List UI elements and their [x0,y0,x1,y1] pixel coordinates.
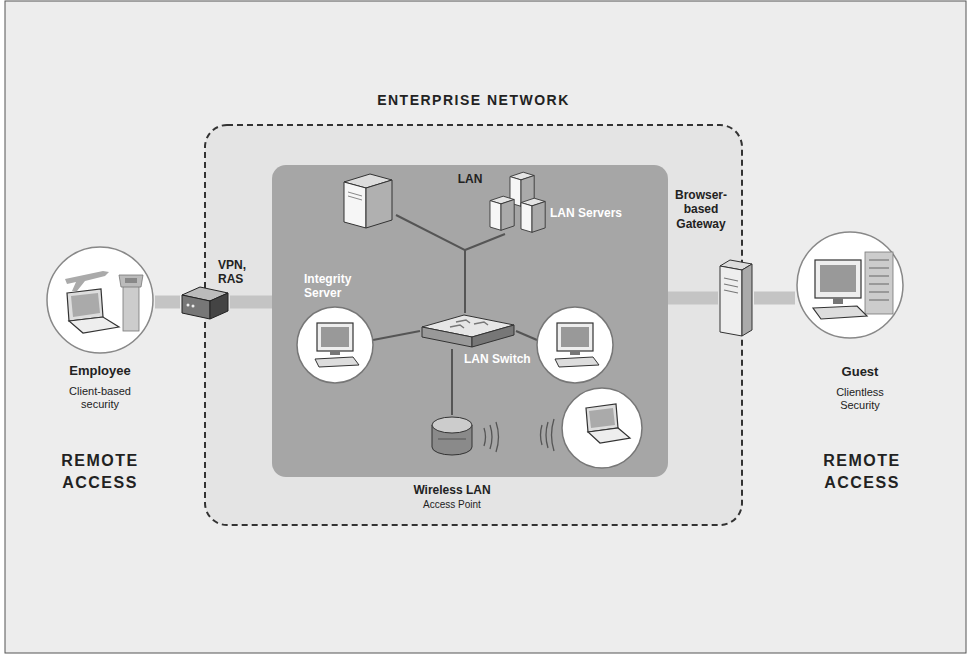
lan-servers-icon [488,170,546,234]
wireless-laptop [562,388,642,468]
integrity-server: Integrity Server [340,172,396,230]
node-label: LAN Switch [464,352,531,366]
node-label: Browser-based Gateway [670,188,732,231]
node-label: LAN [272,172,668,186]
page-frame [5,1,966,653]
lan-wire [396,215,465,313]
network-boundary [205,125,742,525]
access-link [668,292,718,305]
network-region: Integrity ServerLAN ServersLAN SwitchWir… [205,125,742,525]
employee-site-icon [45,245,155,355]
node-label: LAN Servers [550,206,622,220]
pc-wire [373,331,420,340]
access-link [230,296,272,309]
node-label: VPN, RAS [218,258,254,287]
radio-waves [484,419,554,452]
integrity-server-icon [340,172,396,230]
employee-site: EmployeeClient-based security [45,245,155,355]
guest-site: GuestClientless Security [795,230,905,340]
desktop-pc [537,307,613,383]
pc-wire [516,331,537,340]
node-label: ENTERPRISE NETWORK [205,92,742,109]
lan-region: Integrity ServerLAN ServersLAN SwitchWir… [272,165,668,477]
vpn-ras-device-icon [180,283,230,323]
node-label: Guest [795,364,925,380]
node-label: Wireless LAN [397,483,507,497]
desktop-pc [297,307,373,383]
node-sublabel: Clientless Security [820,386,900,412]
vpn-ras-device: VPN, RAS [180,283,230,323]
node-label: Employee [40,363,160,379]
lan-servers: LAN Servers [488,170,546,234]
gateway-server: Browser-based Gateway [718,256,754,338]
node-label: Integrity Server [304,272,374,301]
lan-switch-icon [420,313,516,349]
node-sublabel: Client-based security [50,385,150,411]
lan-wire [451,349,453,415]
access-link [155,296,180,309]
gateway-server-icon [718,256,754,338]
access-point: Wireless LANAccess Point [428,415,476,459]
section-label: REMOTE ACCESS [800,450,924,494]
section-label: REMOTE ACCESS [40,450,160,494]
lan-area [272,165,668,477]
node-sublabel: Access Point [397,499,507,511]
access-point-icon [428,415,476,459]
lan-switch: LAN Switch [420,313,516,349]
access-link [754,292,795,305]
lan-wire [465,234,505,313]
guest-site-icon [795,230,905,340]
